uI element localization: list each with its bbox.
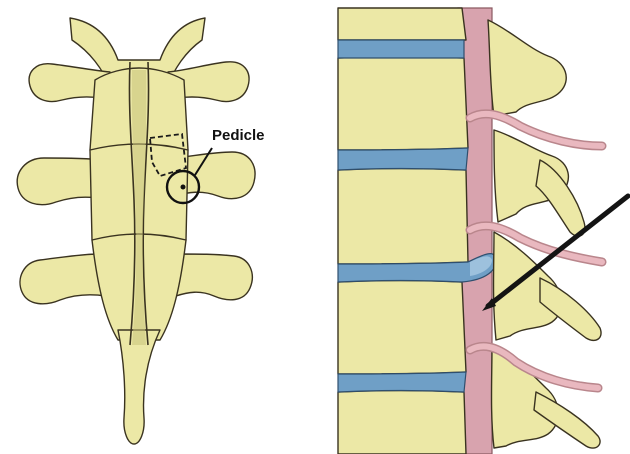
pedicle-label: Pedicle: [212, 127, 265, 144]
disc-2: [338, 148, 468, 170]
transverse-process-left-3: [20, 254, 106, 304]
posterior-element-4: [492, 344, 559, 448]
vertebral-body-5: [338, 391, 466, 454]
posterior-spine-view: Pedicle: [17, 18, 264, 444]
lateral-spine-view: [338, 8, 628, 454]
vertebral-body-2: [338, 57, 468, 151]
vertebral-body-3: [338, 169, 468, 265]
posterior-element-1: [488, 20, 566, 116]
vertebral-body-1: [338, 8, 466, 40]
vertebral-body-4: [338, 281, 466, 375]
disc-4: [338, 372, 466, 392]
disc-1: [338, 40, 464, 58]
transverse-process-right-3: [176, 254, 252, 300]
spinous-process-3: [540, 278, 601, 340]
target-center-dot: [181, 185, 186, 190]
sacral-tail: [118, 330, 160, 444]
